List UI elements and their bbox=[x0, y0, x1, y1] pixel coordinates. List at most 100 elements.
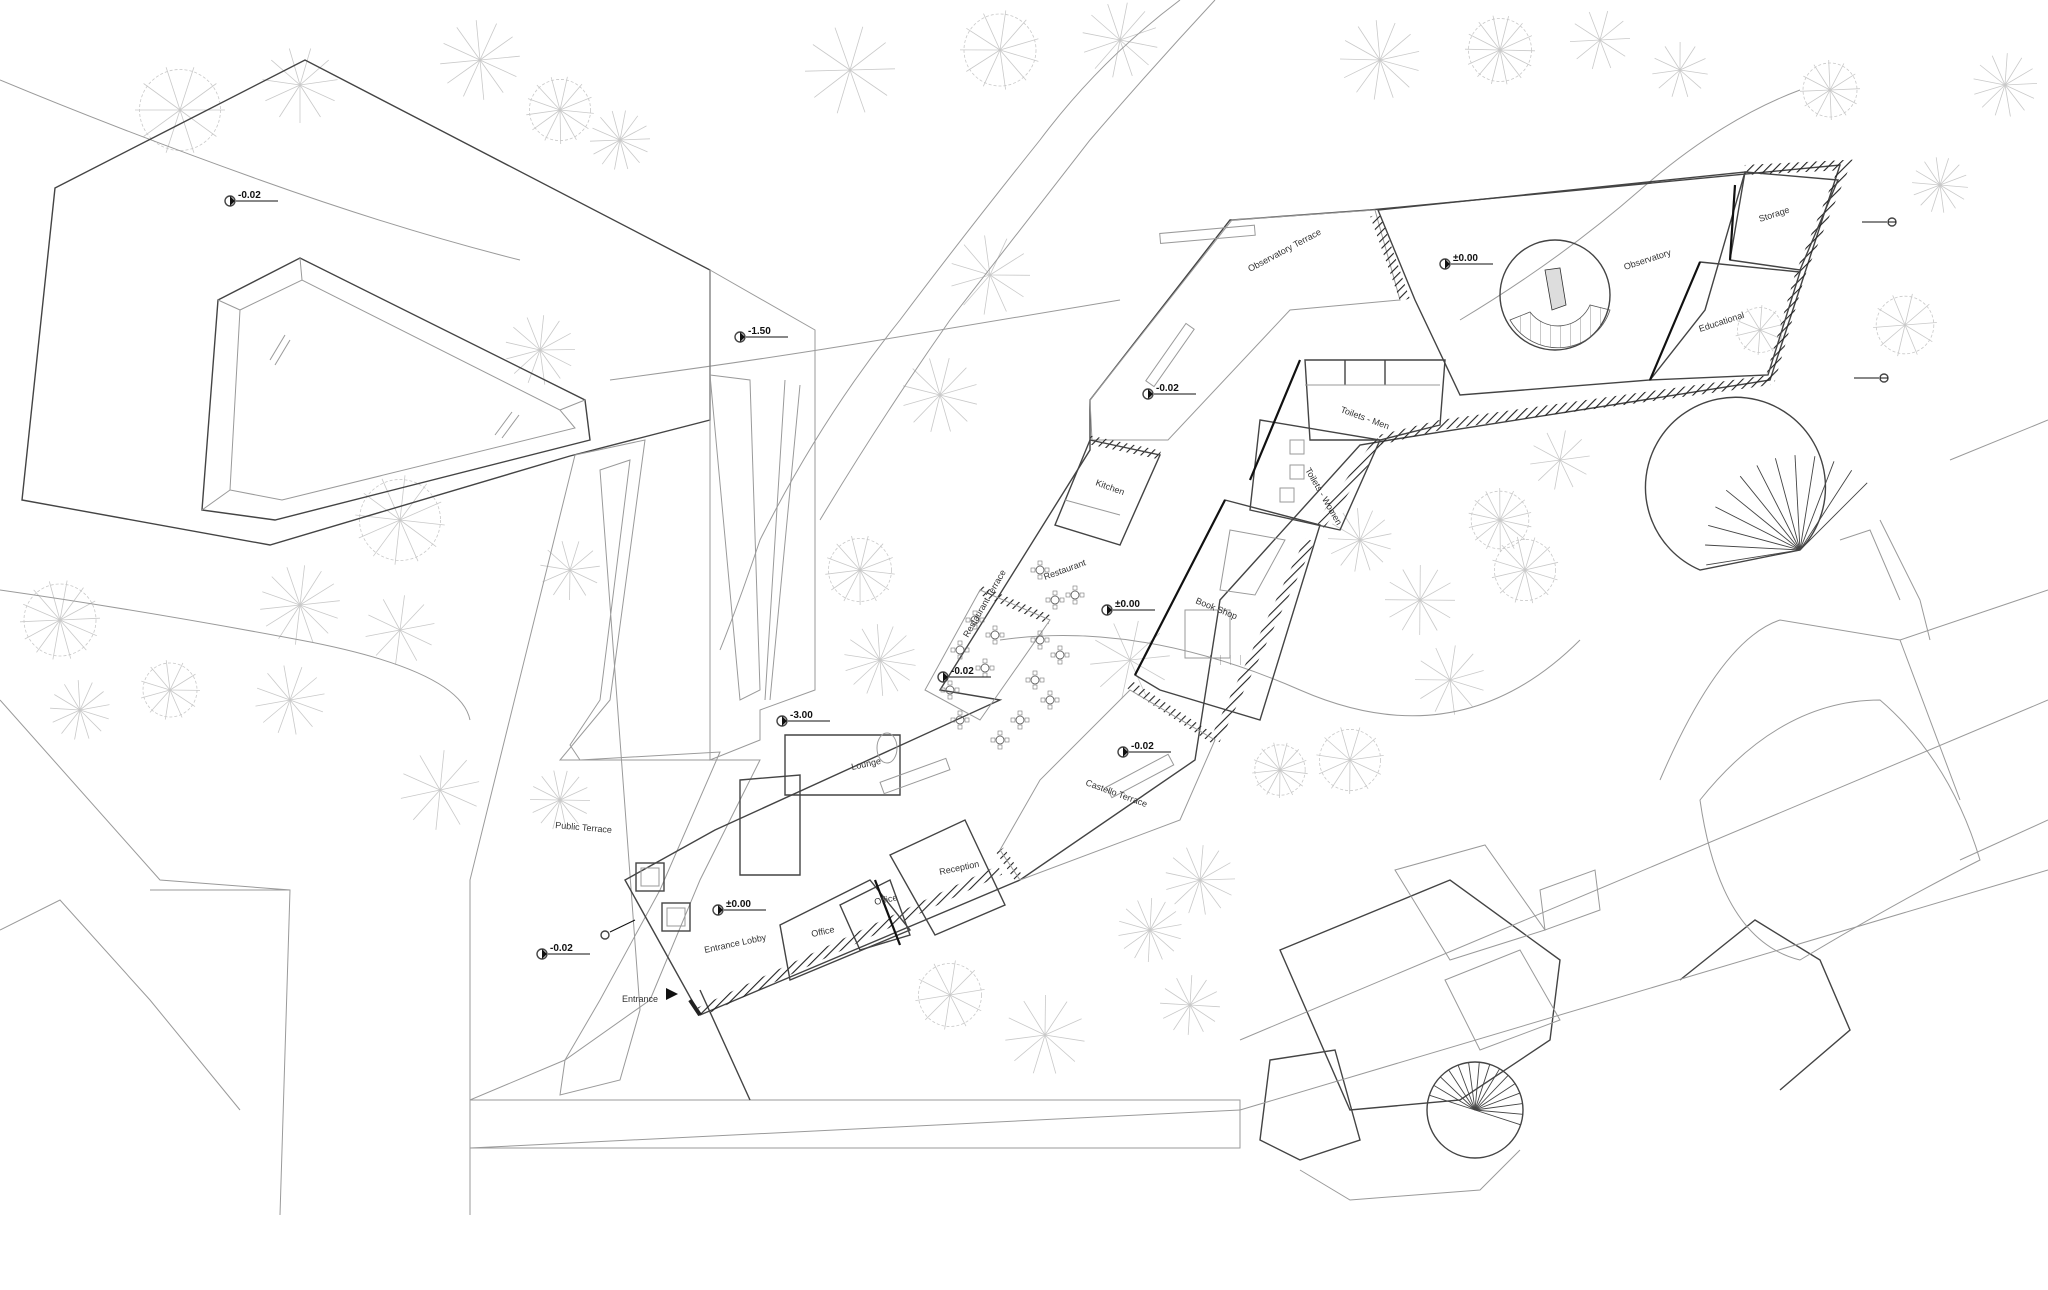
svg-text:-3.00: -3.00 bbox=[790, 710, 813, 721]
tree bbox=[1414, 645, 1484, 715]
label-observatory: Observatory bbox=[1623, 247, 1673, 272]
level-marker: -3.00 bbox=[776, 710, 830, 727]
label-book-shop: Book Shop bbox=[1194, 596, 1239, 622]
level-marker: ±0.00 bbox=[1101, 599, 1155, 616]
label-kitchen: Kitchen bbox=[1094, 477, 1126, 497]
tree bbox=[1530, 430, 1590, 490]
level-marker: -0.02 bbox=[224, 190, 278, 207]
level-marker: -0.02 bbox=[1117, 741, 1171, 758]
tree bbox=[1464, 15, 1536, 85]
tree bbox=[1082, 2, 1158, 78]
tree bbox=[50, 680, 110, 740]
tree bbox=[1327, 508, 1392, 572]
svg-text:-0.02: -0.02 bbox=[951, 666, 974, 677]
svg-text:-0.02: -0.02 bbox=[1131, 741, 1154, 752]
label-entrance-lobby: Entrance Lobby bbox=[703, 932, 767, 955]
label-office-1: Office bbox=[873, 892, 898, 907]
table bbox=[1030, 630, 1050, 650]
svg-text:±0.00: ±0.00 bbox=[726, 899, 751, 910]
table bbox=[985, 625, 1005, 645]
museum-building bbox=[624, 159, 1853, 1017]
tree bbox=[355, 475, 445, 565]
tree bbox=[262, 48, 338, 123]
tree bbox=[255, 665, 325, 735]
label-educational: Educational bbox=[1698, 310, 1746, 334]
svg-text:-0.02: -0.02 bbox=[238, 190, 261, 201]
label-reception: Reception bbox=[938, 859, 980, 877]
label-restaurant: Restaurant bbox=[1042, 557, 1087, 582]
table bbox=[1010, 710, 1030, 730]
tree bbox=[1468, 487, 1532, 553]
tree bbox=[1491, 536, 1559, 604]
label-observatory-terrace: Observatory Terrace bbox=[1246, 227, 1323, 274]
tree bbox=[951, 235, 1031, 315]
label-entrance: Entrance bbox=[622, 994, 658, 1004]
entrance-arrow-icon bbox=[666, 988, 678, 1000]
svg-text:-0.02: -0.02 bbox=[1156, 383, 1179, 394]
tree bbox=[1252, 742, 1308, 799]
table bbox=[1050, 645, 1070, 665]
svg-text:±0.00: ±0.00 bbox=[1115, 599, 1140, 610]
tree bbox=[1652, 41, 1708, 98]
section-marker bbox=[600, 919, 636, 940]
table bbox=[990, 730, 1010, 750]
tree bbox=[260, 565, 340, 645]
tree bbox=[400, 750, 480, 830]
label-lounge: Lounge bbox=[850, 756, 881, 772]
svg-text:±0.00: ±0.00 bbox=[1453, 253, 1478, 264]
tree bbox=[1118, 897, 1182, 963]
label-office-2: Office bbox=[810, 924, 835, 939]
tree bbox=[1735, 305, 1785, 355]
section-marker bbox=[1854, 373, 1889, 383]
table bbox=[950, 710, 970, 730]
tree bbox=[1384, 564, 1456, 636]
level-markers: -0.02 -1.50 -3.00 -0.02 ±0.00 -0.02 -0.0… bbox=[224, 190, 1897, 1000]
table bbox=[1040, 690, 1060, 710]
room-labels: Observatory Terrace Observatory Storage … bbox=[555, 205, 1791, 1004]
tree bbox=[19, 580, 101, 660]
table bbox=[940, 680, 960, 700]
table bbox=[1030, 560, 1050, 580]
tree bbox=[1165, 845, 1236, 915]
tree bbox=[529, 770, 591, 830]
table bbox=[965, 610, 985, 630]
label-toilets-men: Toilets - Men bbox=[1339, 404, 1390, 431]
tree bbox=[1912, 157, 1968, 213]
section-marker bbox=[1862, 217, 1897, 227]
tree bbox=[1569, 10, 1631, 70]
public-terraces bbox=[469, 269, 1241, 1215]
svg-text:-1.50: -1.50 bbox=[748, 326, 771, 337]
tree bbox=[844, 624, 916, 696]
svg-text:-0.02: -0.02 bbox=[550, 943, 573, 954]
tree bbox=[589, 110, 651, 170]
label-storage: Storage bbox=[1758, 205, 1791, 224]
tree bbox=[1339, 20, 1420, 100]
table bbox=[950, 640, 970, 660]
trees bbox=[19, 2, 2038, 1074]
tree bbox=[1005, 994, 1085, 1074]
tree bbox=[365, 595, 435, 665]
tree bbox=[804, 26, 896, 114]
table bbox=[1025, 670, 1045, 690]
site-lines bbox=[0, 79, 1801, 1216]
tree bbox=[1316, 727, 1384, 795]
tree bbox=[1160, 975, 1220, 1035]
tree bbox=[135, 67, 225, 153]
castle-structures bbox=[1239, 396, 2048, 1201]
access-road bbox=[719, 0, 1216, 651]
level-marker: -0.02 bbox=[1142, 383, 1196, 400]
tree bbox=[540, 540, 600, 601]
table bbox=[1065, 585, 1085, 605]
table bbox=[1045, 590, 1065, 610]
level-marker: ±0.00 bbox=[712, 899, 766, 916]
tree bbox=[1973, 53, 2038, 117]
restaurant-tables bbox=[940, 560, 1085, 750]
tree bbox=[1873, 293, 1937, 357]
level-marker: ±0.00 bbox=[1439, 253, 1493, 270]
tree bbox=[526, 76, 594, 145]
label-public-terrace: Public Terrace bbox=[555, 820, 613, 835]
tree bbox=[959, 10, 1039, 90]
tree bbox=[825, 535, 895, 606]
level-marker: -1.50 bbox=[734, 326, 788, 343]
pool-plaza bbox=[21, 59, 711, 546]
